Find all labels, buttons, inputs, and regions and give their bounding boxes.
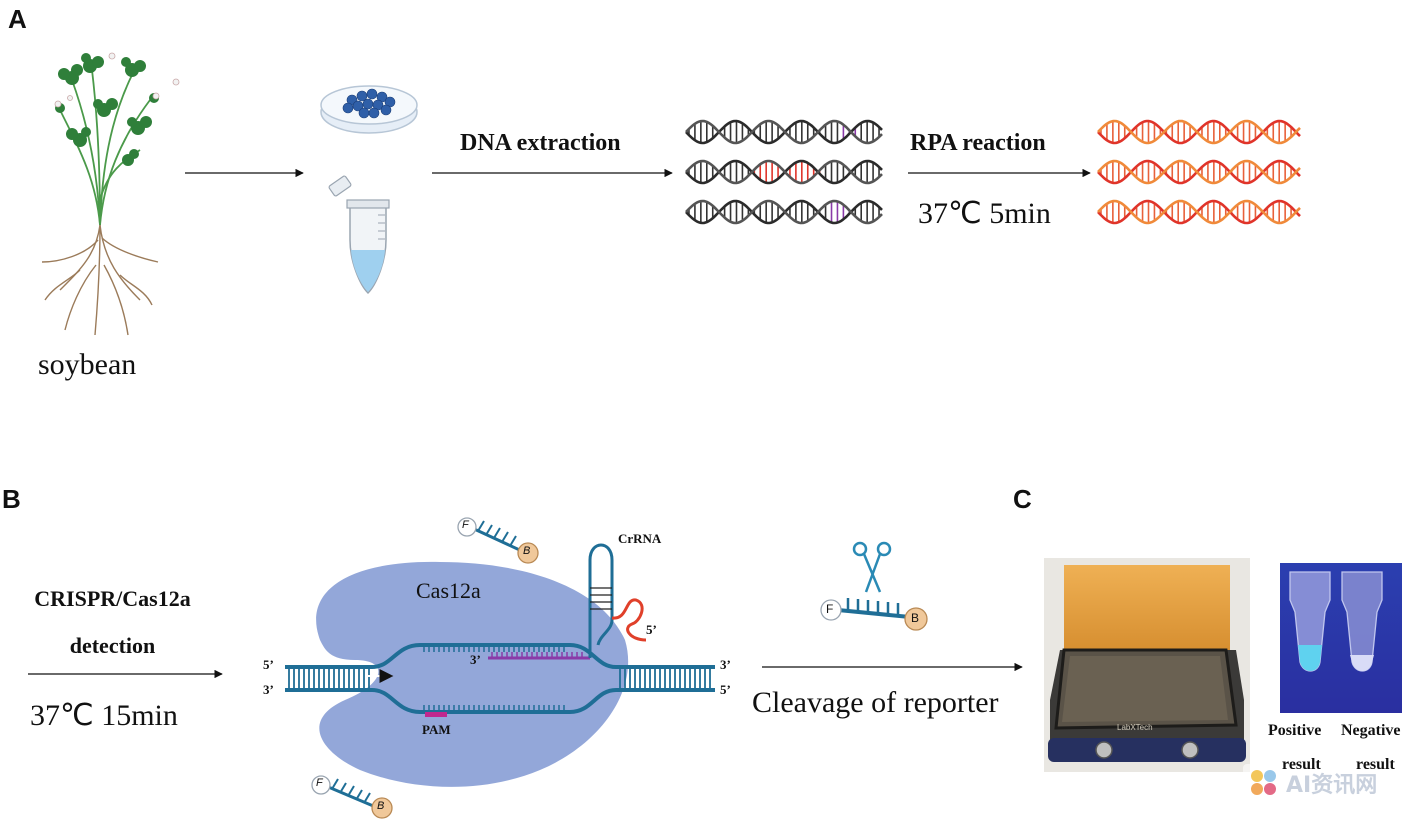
positive-result-line2: result bbox=[1282, 756, 1321, 773]
end-5-right-label: 5’ bbox=[720, 682, 731, 697]
reporter-top-b: B bbox=[523, 545, 531, 557]
reporter-bottom-f: F bbox=[316, 777, 323, 789]
amplified-dna-helices-icon bbox=[1097, 119, 1301, 225]
end-3-right-label: 3’ bbox=[720, 657, 731, 672]
reporter-top-f: F bbox=[462, 519, 469, 531]
pam-label: PAM bbox=[422, 722, 451, 737]
cas12a-label: Cas12a bbox=[416, 578, 481, 603]
device-brand-label: LabXTech bbox=[1117, 723, 1153, 732]
panel-a-letter: A bbox=[8, 4, 27, 34]
end-3-left-label: 3’ bbox=[263, 682, 274, 697]
reporter-cleaved-f: F bbox=[826, 602, 834, 616]
reporter-cleaved-b: B bbox=[911, 611, 920, 625]
crrna-hairpin-icon bbox=[588, 543, 647, 658]
soybean-plant-icon bbox=[41, 52, 180, 336]
reporter-probe-cleaved-icon bbox=[820, 598, 928, 631]
negative-result-line1: Negative bbox=[1341, 722, 1401, 739]
panel-c-letter: C bbox=[1013, 484, 1032, 514]
soybean-label: soybean bbox=[38, 348, 137, 381]
crrna-label: CrRNA bbox=[618, 531, 662, 546]
method-label-line2: detection bbox=[69, 633, 156, 658]
fluorescence-reader-photo bbox=[1044, 558, 1250, 772]
detection-condition-label: 37℃ 15min bbox=[30, 699, 178, 732]
watermark-logo-icon bbox=[1243, 764, 1283, 800]
reporter-probe-bottom-icon bbox=[311, 775, 393, 819]
watermark-text: AI资讯网 bbox=[1286, 773, 1378, 798]
petri-dish-icon bbox=[320, 85, 418, 134]
end-3-inner-label: 3’ bbox=[470, 652, 481, 667]
panel-b-letter: B bbox=[2, 484, 21, 514]
negative-result-line2: result bbox=[1356, 756, 1395, 773]
genomic-dna-helices-icon bbox=[685, 119, 883, 225]
result-tubes-photo bbox=[1280, 563, 1402, 713]
reporter-probe-top-icon bbox=[457, 517, 539, 564]
target-dna-icon bbox=[285, 643, 715, 717]
reporter-bottom-b: B bbox=[377, 800, 385, 812]
tube-icon bbox=[328, 175, 390, 295]
end-5-crrna-label: 5’ bbox=[646, 622, 657, 637]
rpa-reaction-label: RPA reaction bbox=[910, 130, 1046, 156]
positive-result-line1: Positive bbox=[1268, 722, 1322, 739]
scissors-icon bbox=[852, 541, 892, 593]
cas12a-protein-icon bbox=[316, 561, 629, 787]
rpa-condition-label: 37℃ 5min bbox=[918, 197, 1051, 230]
cleavage-label: Cleavage of reporter bbox=[752, 686, 999, 719]
method-label-line1: CRISPR/Cas12a bbox=[34, 586, 191, 611]
end-5-left-label: 5’ bbox=[263, 657, 274, 672]
dna-extraction-label: DNA extraction bbox=[460, 130, 621, 156]
